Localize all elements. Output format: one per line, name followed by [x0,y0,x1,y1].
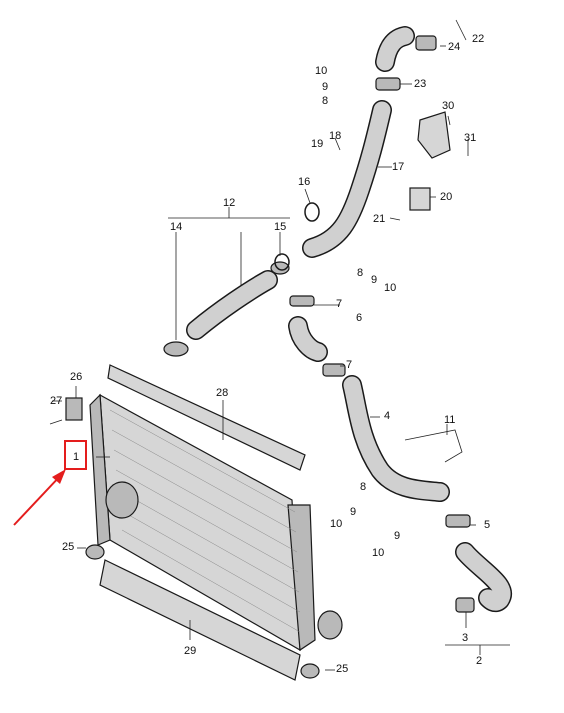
label-15: 15 [274,221,287,233]
label-24: 24 [448,41,461,53]
label-10b: 10 [384,282,397,294]
label-2: 2 [476,655,483,667]
label-19: 19 [311,138,324,150]
label-12: 12 [223,197,236,209]
mount-25-right [300,663,320,679]
label-25b: 25 [336,663,349,675]
label-11: 11 [444,414,456,426]
label-21: 21 [373,213,386,225]
label-31: 31 [464,132,477,144]
label-25a: 25 [62,541,75,553]
label-9a: 9 [322,81,329,93]
label-10c: 10 [330,518,343,530]
label-20: 20 [440,191,453,203]
label-28: 28 [216,387,229,399]
clamp-23 [375,77,401,91]
label-27: 27 [50,395,63,407]
label-8a: 8 [322,95,329,107]
bracket-20 [409,187,431,211]
label-16: 16 [298,176,311,188]
label-7a: 7 [336,298,343,310]
label-10d: 10 [372,547,385,559]
label-9d: 9 [394,530,401,542]
ring-16 [304,202,320,222]
intercooler [89,393,343,652]
pipe-4 [342,375,450,502]
label-22: 22 [472,33,485,45]
highlight-arrow [13,473,63,526]
label-26: 26 [70,371,83,383]
strip-29 [99,559,301,681]
bracket-30 [417,111,451,159]
label-4: 4 [384,410,391,422]
label-9c: 9 [350,506,357,518]
label-10a: 10 [315,65,328,77]
label-3: 3 [462,632,469,644]
clamp-24 [415,35,437,51]
hose-6 [288,316,328,362]
label-8b: 8 [357,267,364,279]
highlight-box [64,440,87,470]
label-6: 6 [356,312,363,324]
oring-15 [274,253,290,271]
label-8c: 8 [360,481,367,493]
highlight-arrowhead [52,469,66,484]
bracket-26 [65,397,83,421]
label-29: 29 [184,645,197,657]
label-1: 1 [73,451,80,463]
label-23: 23 [414,78,427,90]
label-17: 17 [392,161,405,173]
label-5: 5 [484,519,491,531]
label-14: 14 [170,221,183,233]
label-7b: 7 [346,359,353,371]
hose-12 [186,270,278,340]
label-18: 18 [329,130,342,142]
bracket-11 [404,429,463,463]
hose-2 [455,542,512,613]
strip-28 [107,364,306,471]
label-9b: 9 [371,274,378,286]
hose-17 [302,100,392,258]
mount-25-left [85,544,105,560]
elbow-22 [375,26,415,72]
label-30: 30 [442,100,455,112]
